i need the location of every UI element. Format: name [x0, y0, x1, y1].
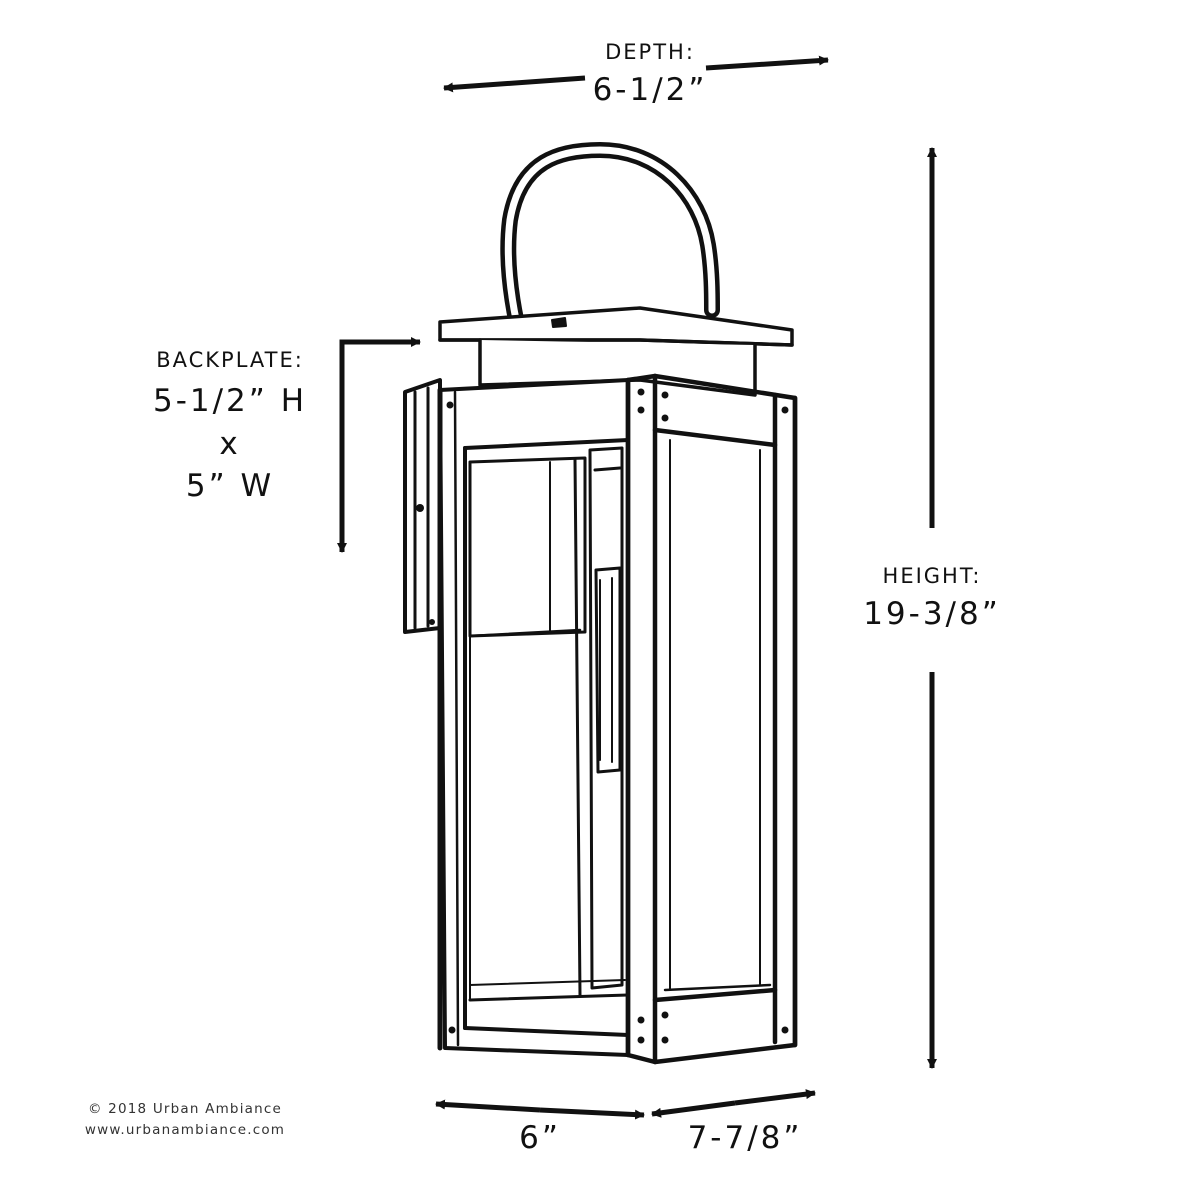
copyright-text: © 2018 Urban Ambiance: [87, 1101, 283, 1117]
front-frame: [625, 373, 798, 1065]
website-text: www.urbanambiance.com: [84, 1122, 286, 1138]
backplate-arrow: [337, 337, 421, 553]
depth-arrow: [443, 55, 829, 93]
side-width-arrow: [651, 1089, 816, 1118]
backplate-width-value: 5” W: [185, 468, 275, 504]
backplate-times: x: [219, 426, 241, 462]
lantern-icon: [403, 142, 798, 1065]
backplate-height-value: 5-1/2” H: [152, 383, 308, 419]
backplate-title: BACKPLATE:: [156, 348, 304, 372]
height-title: HEIGHT:: [882, 564, 982, 588]
height-value: 19-3/8”: [863, 596, 1001, 632]
front-width-value: 6”: [519, 1120, 561, 1156]
side-width-value: 7-7/8”: [687, 1120, 803, 1156]
backplate: [403, 378, 442, 634]
depth-value: 6-1/2”: [592, 72, 708, 108]
front-width-arrow: [435, 1099, 645, 1120]
depth-title: DEPTH:: [605, 40, 695, 64]
socket-assembly: [468, 446, 630, 1002]
